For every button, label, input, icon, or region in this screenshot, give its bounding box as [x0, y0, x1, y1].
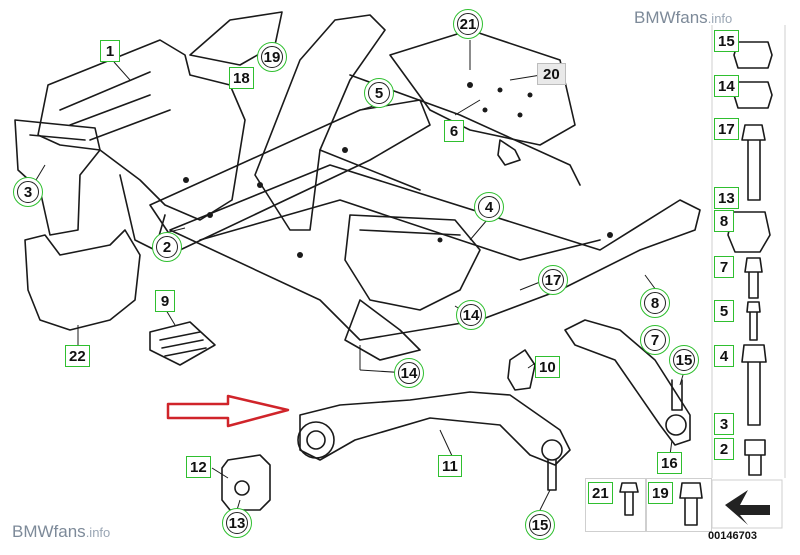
upper-shield — [189, 11, 283, 66]
watermark-bottom: BMWfans.info — [12, 522, 111, 541]
bushing-10 — [507, 349, 536, 391]
callout-5[interactable]: 5 — [364, 78, 394, 108]
direction-arrow — [725, 490, 770, 525]
legend-box-19 — [645, 478, 712, 532]
callout-21[interactable]: 21 — [453, 9, 483, 39]
document-number: 00146703 — [708, 530, 757, 542]
legend-21[interactable]: 21 — [588, 482, 613, 504]
legend-14[interactable]: 14 — [714, 75, 739, 97]
watermark-top: BMWfans.info — [634, 8, 733, 27]
callout-10[interactable]: 10 — [535, 356, 560, 378]
legend-4[interactable]: 4 — [714, 345, 734, 367]
legend-19[interactable]: 19 — [648, 482, 673, 504]
callout-7[interactable]: 7 — [640, 325, 670, 355]
callout-11[interactable]: 11 — [438, 455, 462, 477]
legend-2[interactable]: 2 — [714, 438, 734, 460]
legend-13[interactable]: 13 — [714, 187, 739, 209]
callout-14a[interactable]: 14 — [456, 300, 486, 330]
callout-1[interactable]: 1 — [100, 40, 120, 62]
callout-17[interactable]: 17 — [538, 265, 568, 295]
heat-shield — [389, 29, 576, 146]
rubber-stop — [149, 321, 216, 366]
legend-17[interactable]: 17 — [714, 118, 739, 140]
callout-18[interactable]: 18 — [229, 67, 254, 89]
legend-8[interactable]: 8 — [714, 210, 734, 232]
legend-15[interactable]: 15 — [714, 30, 739, 52]
callout-9[interactable]: 9 — [155, 290, 175, 312]
legend-3[interactable]: 3 — [714, 413, 734, 435]
callout-22[interactable]: 22 — [65, 345, 90, 367]
legend-box-21 — [585, 478, 647, 532]
legend-5[interactable]: 5 — [714, 300, 734, 322]
callout-16[interactable]: 16 — [657, 452, 682, 474]
subframe-left-bracket — [37, 39, 246, 221]
callout-20[interactable]: 20 — [537, 63, 566, 85]
red-arrow — [166, 394, 290, 428]
tension-strut-16 — [564, 319, 691, 446]
callout-6[interactable]: 6 — [444, 120, 464, 142]
lower-shield — [24, 229, 141, 331]
callout-8[interactable]: 8 — [640, 288, 670, 318]
bushing-13 — [221, 454, 271, 511]
callout-14b[interactable]: 14 — [394, 358, 424, 388]
subframe-arch — [254, 14, 386, 231]
subframe-crossmember — [149, 99, 431, 251]
legend-7[interactable]: 7 — [714, 256, 734, 278]
callout-15b[interactable]: 15 — [525, 510, 555, 540]
callout-19[interactable]: 19 — [257, 42, 287, 72]
callout-3[interactable]: 3 — [13, 177, 43, 207]
wishbone-11 — [299, 391, 571, 466]
callout-4[interactable]: 4 — [474, 192, 504, 222]
callout-13[interactable]: 13 — [222, 508, 252, 538]
callout-12[interactable]: 12 — [186, 456, 211, 478]
callout-15a[interactable]: 15 — [669, 345, 699, 375]
callout-2[interactable]: 2 — [152, 232, 182, 262]
left-strut — [14, 119, 101, 236]
